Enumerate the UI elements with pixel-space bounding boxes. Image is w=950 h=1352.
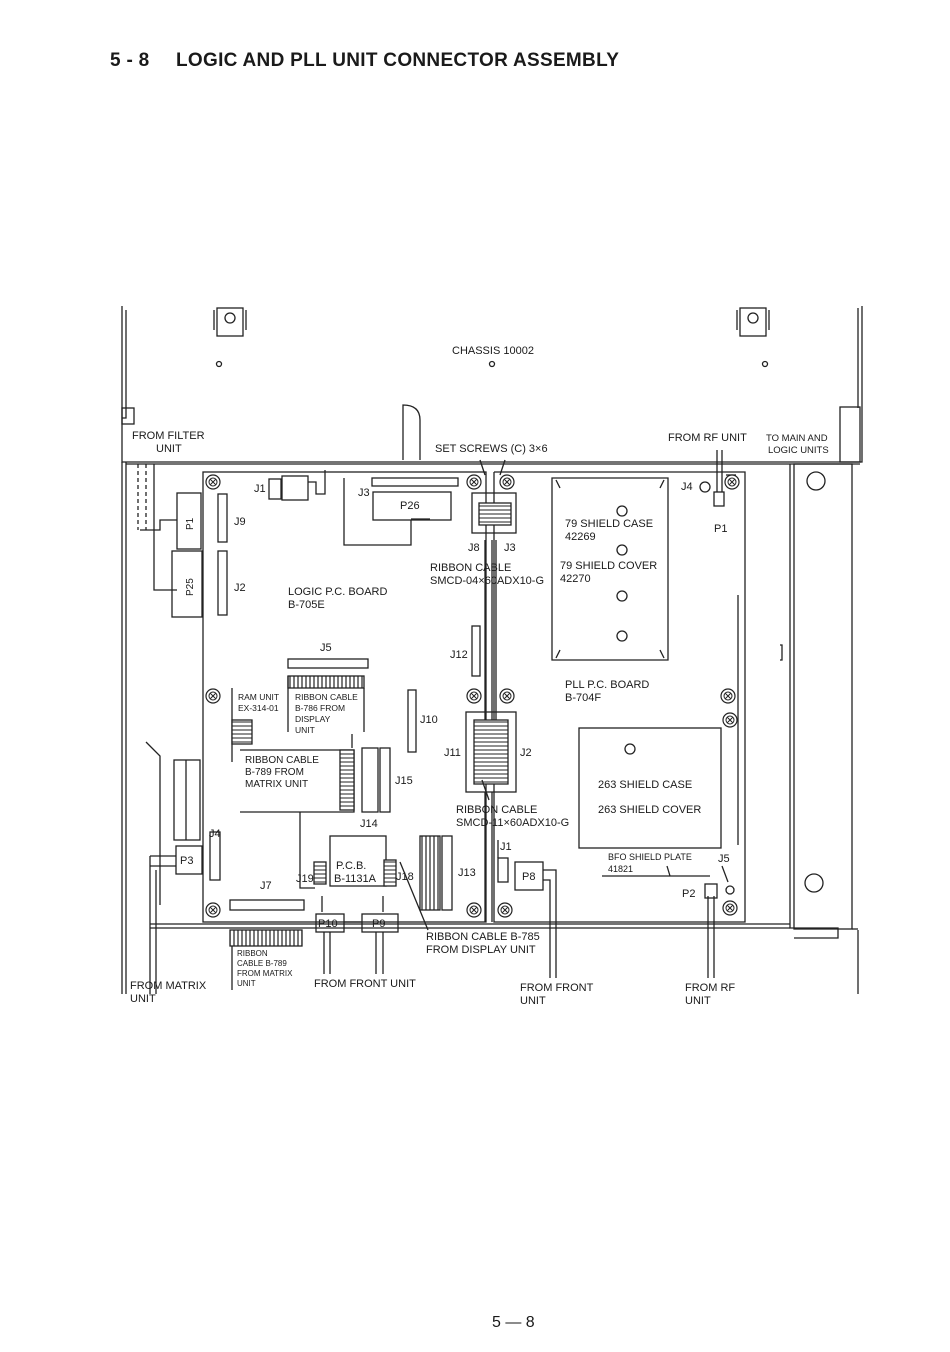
rc-b785-line2: FROM DISPLAY UNIT <box>426 944 536 956</box>
j5-right-label: J5 <box>718 853 730 865</box>
j12-label: J12 <box>450 649 468 661</box>
j10-label: J10 <box>420 714 438 726</box>
logic-board-part: B-705E <box>288 599 325 611</box>
page-number: 5 — 8 <box>492 1314 535 1331</box>
ribbon-small-line1: RIBBON <box>237 949 268 958</box>
ribbon-cable-1-label: RIBBON CABLE <box>430 562 511 574</box>
j2-mid-label: J2 <box>520 747 532 759</box>
shield-79-case-no: 42269 <box>565 531 596 543</box>
section-heading: 5 - 8 LOGIC AND PLL UNIT CONNECTOR ASSEMB… <box>110 50 619 72</box>
j3-ribbon-label: J3 <box>504 542 516 554</box>
rc-b786-line3: DISPLAY <box>295 714 331 724</box>
j3-top-label: J3 <box>358 487 370 499</box>
shield-263-case-label: 263 SHIELD CASE <box>598 779 692 791</box>
j4-right-label: J4 <box>681 481 693 493</box>
from-rf-line2: UNIT <box>685 995 711 1007</box>
ram-unit-label: RAM UNIT <box>238 692 279 702</box>
rc-b789-line3: MATRIX UNIT <box>245 779 308 790</box>
rc-b789-line2: B-789 FROM <box>245 767 304 778</box>
chassis-right-wall <box>780 463 859 994</box>
from-filter-label: FROM FILTER <box>132 430 205 442</box>
p8-label: P8 <box>522 871 535 883</box>
p2-label: P2 <box>682 888 695 900</box>
from-matrix-line2: UNIT <box>130 993 156 1005</box>
chassis-floor <box>150 923 790 929</box>
logic-units-label: LOGIC UNITS <box>768 445 829 456</box>
rc-b786-line4: UNIT <box>295 725 315 735</box>
j14-label: J14 <box>360 818 378 830</box>
p26-label: P26 <box>400 500 420 512</box>
chassis-label: CHASSIS 10002 <box>452 345 534 357</box>
logic-board-name: LOGIC P.C. BOARD <box>288 586 387 598</box>
section-title: LOGIC AND PLL UNIT CONNECTOR ASSEMBLY <box>176 50 620 71</box>
j4-left-label: J4 <box>209 828 221 840</box>
p3-label: P3 <box>180 855 193 867</box>
p1-left-label: P1 <box>185 517 196 530</box>
ram-unit-no: EX-314-01 <box>238 703 279 713</box>
j1-pll-label: J1 <box>500 841 512 853</box>
j5-label: J5 <box>320 642 332 654</box>
j9-label: J9 <box>234 516 246 528</box>
j15-label: J15 <box>395 775 413 787</box>
ribbon-small-line3: FROM MATRIX <box>237 969 293 978</box>
p1-right-label: P1 <box>714 523 727 535</box>
from-matrix-line1: FROM MATRIX <box>130 980 207 992</box>
p10-label: P10 <box>318 918 338 930</box>
j13-label: J13 <box>458 867 476 879</box>
from-front-unit-label: FROM FRONT UNIT <box>314 978 416 990</box>
pcb-label: P.C.B. <box>336 860 366 872</box>
shield-263-cover-label: 263 SHIELD COVER <box>598 804 701 816</box>
ribbon-cable-2-part: SMCD-11×60ADX10-G <box>456 817 569 829</box>
section-number: 5 - 8 <box>110 50 150 71</box>
shield-79-cover-no: 42270 <box>560 573 591 585</box>
ribbon-cable-1-part: SMCD-04×60ADX10-G <box>430 575 544 587</box>
from-rf-unit-top-label: FROM RF UNIT <box>668 432 747 444</box>
shield-79-cover-label: 79 SHIELD COVER <box>560 560 657 572</box>
rc-b786-line2: B-786 FROM <box>295 703 345 713</box>
rc-b786-line1: RIBBON CABLE <box>295 692 358 702</box>
chassis-outline <box>121 306 863 994</box>
bfo-plate-no: 41821 <box>608 864 633 874</box>
j2-left-label: J2 <box>234 582 246 594</box>
j7-label: J7 <box>260 880 272 892</box>
shield-79-case-label: 79 SHIELD CASE <box>565 518 653 530</box>
ribbon-cable-2-label: RIBBON CABLE <box>456 804 537 816</box>
pll-board-name: PLL P.C. BOARD <box>565 679 649 691</box>
rc-b785-line1: RIBBON CABLE B-785 <box>426 931 540 943</box>
from-rf-line1: FROM RF <box>685 982 735 994</box>
p9-label: P9 <box>372 918 385 930</box>
ribbon-small-line4: UNIT <box>237 979 256 988</box>
j18-label: J18 <box>396 871 414 883</box>
set-screws-label: SET SCREWS (C) 3×6 <box>435 443 548 455</box>
filter-unit-label: UNIT <box>156 443 182 455</box>
from-front-line2: UNIT <box>520 995 546 1007</box>
j8-label: J8 <box>468 542 480 554</box>
pll-board-part: B-704F <box>565 692 601 704</box>
from-front-line1: FROM FRONT <box>520 982 594 994</box>
pcb-part: B-1131A <box>334 873 377 885</box>
j1-logic-label: J1 <box>254 483 266 495</box>
ribbon-small-line2: CABLE B-789 <box>237 959 287 968</box>
bfo-plate-label: BFO SHIELD PLATE <box>608 852 692 862</box>
rc-b789-line1: RIBBON CABLE <box>245 755 319 766</box>
to-main-label: TO MAIN AND <box>766 433 828 444</box>
j19-label: J19 <box>296 873 314 885</box>
j11-label: J11 <box>444 747 461 759</box>
p25-label: P25 <box>185 578 196 596</box>
